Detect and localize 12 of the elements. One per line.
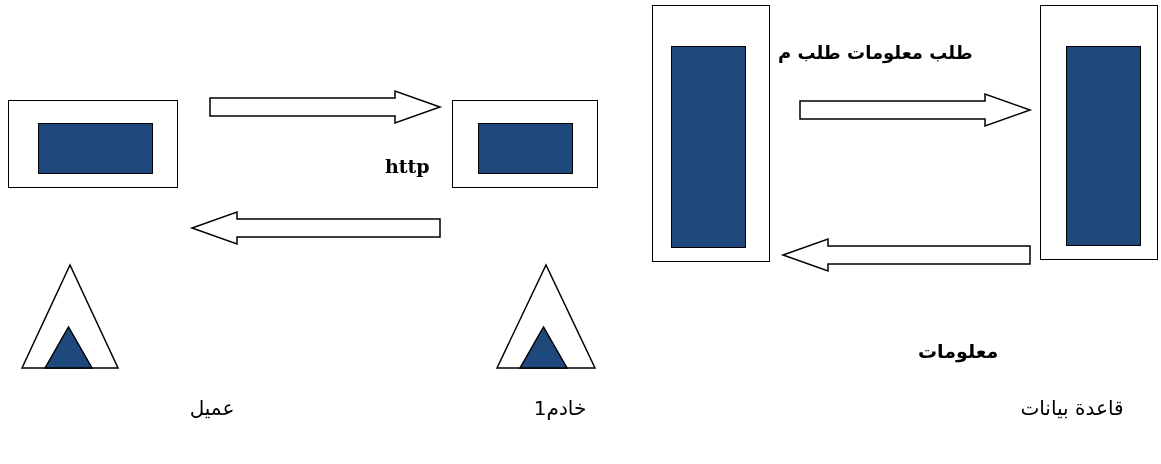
edge-label: طلب معلومات طلب م [776,42,975,63]
device-box [652,5,770,262]
device-box [1040,5,1158,260]
device-box [8,100,178,188]
device-box [452,100,598,188]
block-arrow [780,237,1031,273]
block-arrow [209,89,443,125]
device-caption: قاعدة بيانات [1020,396,1124,420]
device-caption: خادم1 [533,396,587,420]
block-arrow [189,210,441,246]
device-caption: عميل [189,396,235,420]
block-arrow [799,92,1033,128]
